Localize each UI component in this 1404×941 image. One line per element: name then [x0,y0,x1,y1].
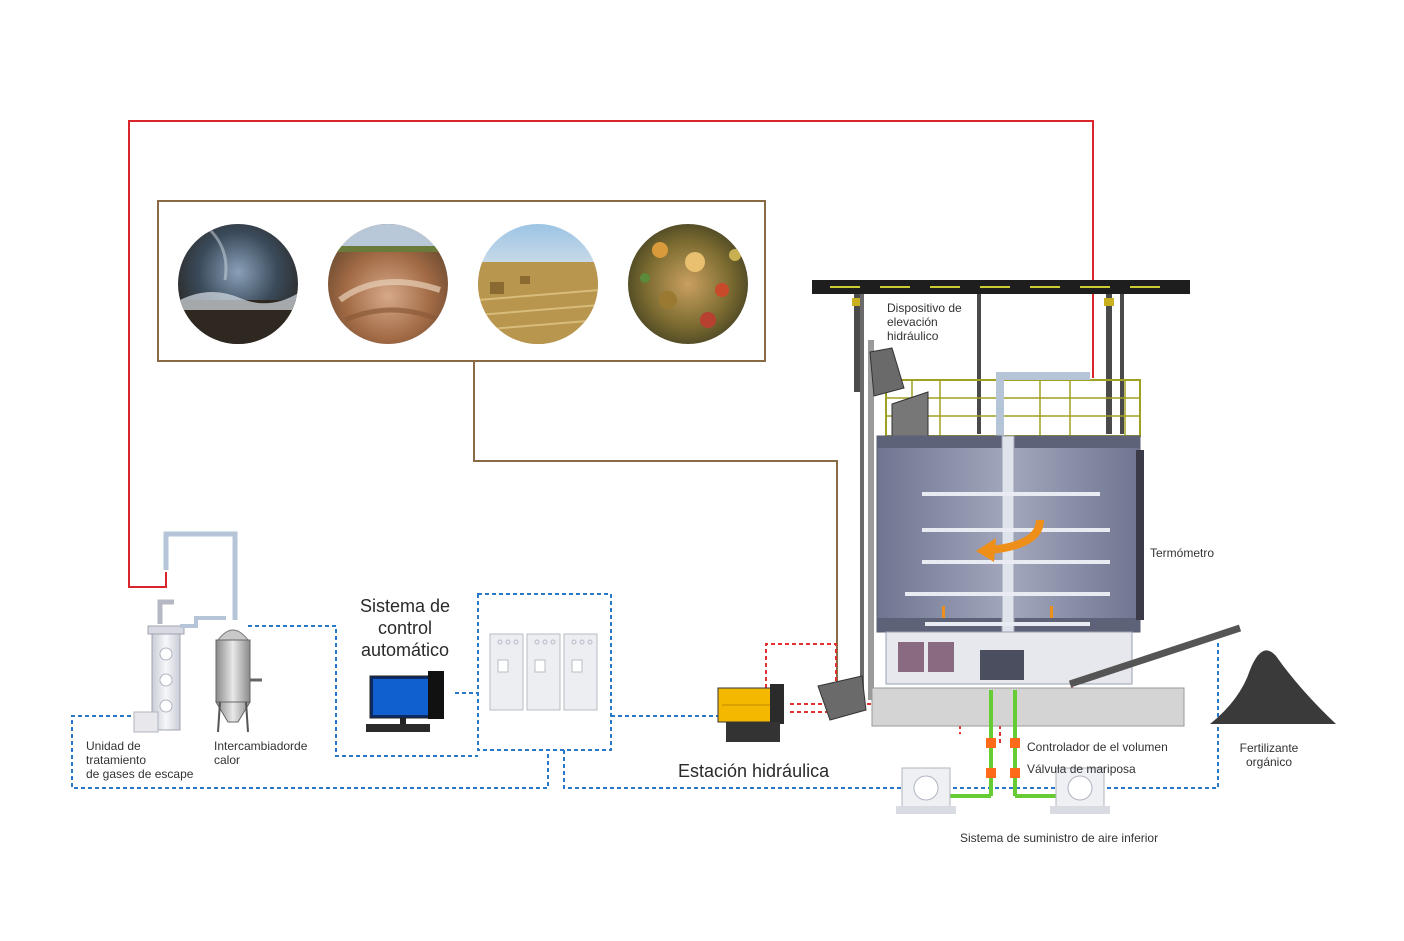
volume-controller-label: Controlador de el volumen [1027,740,1168,754]
thermometer-label: Termómetro [1150,546,1215,560]
computer-icon [366,671,444,732]
control-system-label: Sistema de control automático [359,596,451,660]
hydraulic-station-label: Estación hidráulica [678,761,830,781]
butterfly-valve-label: Válvula de mariposa [1027,762,1136,776]
control-cabinet [489,633,598,711]
red-signal-line [128,120,1094,588]
heat-exchanger-label: Intercambiadorde calor [214,739,308,767]
air-supply-label: Sistema de suministro de aire inferior [960,831,1159,845]
fermentation-tank [812,280,1242,727]
exhaust-pipe [163,531,238,620]
blower-right [1050,767,1110,814]
sludge-photo [328,224,448,344]
heat-exchanger [215,629,262,733]
fertilizer-label: Fertilizante orgánico [1239,741,1299,769]
livestock-manure-photo [178,224,298,344]
blue-control-lines [71,593,1219,789]
blower-left [896,767,956,814]
exhaust-unit-label: Unidad de tratamiento de gases de escape [86,739,194,781]
brown-feed-line [473,361,838,690]
hydraulic-station [717,684,784,742]
straw-field-photo [478,224,598,344]
fertilizer-pile [1210,650,1336,724]
lifting-device-label: Dispositivo de elevación hidráulico [887,301,962,343]
exhaust-treatment-unit [133,599,185,733]
butterfly-valve-icons [986,738,1020,778]
kitchen-waste-photo [628,224,748,344]
